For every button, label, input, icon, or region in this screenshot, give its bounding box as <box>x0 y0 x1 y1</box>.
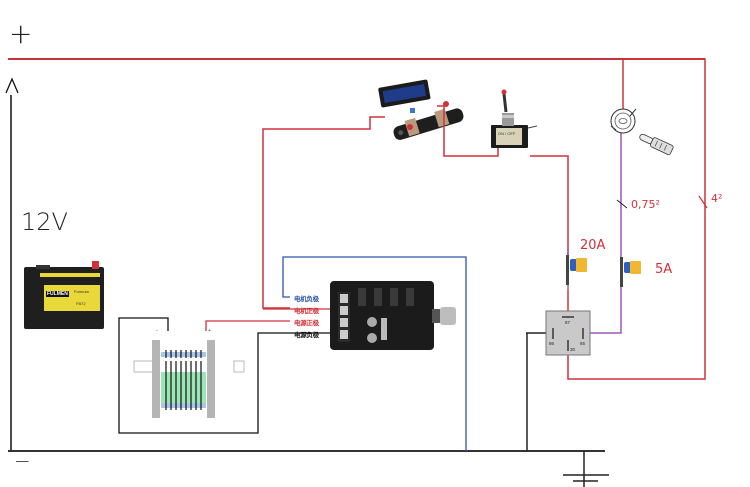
relay-pin-86: 86 <box>549 341 555 346</box>
shunt-terminal <box>407 124 413 130</box>
wire-section-0-75: 0,75² <box>631 198 660 211</box>
wire-power-negative <box>118 317 330 434</box>
ground-icon <box>563 451 609 487</box>
speed-potentiometer-knob[interactable] <box>432 307 456 325</box>
fuse-20a <box>566 248 587 290</box>
battery-brand: FULMEN <box>46 291 69 297</box>
wire-shunt-to-switch <box>437 105 499 157</box>
wire-4mm2 <box>567 58 706 380</box>
toggle-switch[interactable] <box>491 89 538 149</box>
terminal-label-motor-negative: 电机负极 <box>294 296 319 303</box>
svg-text:+: + <box>208 328 211 334</box>
current-shunt <box>393 108 464 140</box>
fuse-5a-label: 5A <box>655 262 673 277</box>
fuse-20a-label: 20A <box>580 238 606 253</box>
battery-voltage-label: 12V <box>21 208 68 236</box>
negative-symbol: − <box>14 449 31 473</box>
terminal-label-power-negative: 电源负极 <box>294 332 319 339</box>
terminal-label-motor-positive: 电机正极 <box>294 308 319 315</box>
terminal-label-power-positive: 电源正极 <box>294 320 319 327</box>
svg-text:-: - <box>156 328 158 334</box>
wire-motor-negative <box>282 256 467 451</box>
wire-mark-4mm2 <box>698 195 708 209</box>
battery: FULMEN Formula FB72 <box>24 261 104 329</box>
ignition-key-switch-icon[interactable] <box>610 108 674 156</box>
fuse-5a <box>620 257 641 287</box>
wire-meter-to-controller <box>262 116 385 309</box>
relay-pin-30: 30 <box>570 347 576 352</box>
relay-pin-87: 87 <box>565 320 571 325</box>
relay <box>526 310 591 451</box>
switch-face-text: ON / OFF <box>498 131 516 136</box>
shunt-terminal <box>443 101 449 107</box>
wire-power-positive <box>205 320 290 331</box>
voltmeter-ammeter-display <box>378 79 431 113</box>
wire-mark-0-75 <box>616 199 628 209</box>
wire-section-4: 4² <box>711 192 723 205</box>
positive-symbol: + <box>9 17 33 50</box>
wire-switch-to-fuse20 <box>530 155 569 265</box>
pwm-motor-controller <box>330 281 434 350</box>
battery-model: Formula <box>74 289 89 294</box>
arrow-up-icon <box>5 77 19 94</box>
battery-code: FB72 <box>76 301 86 306</box>
wire-0-75mm2 <box>590 133 622 334</box>
relay-pin-85: 85 <box>580 341 586 346</box>
electrolysis-cell: - + <box>133 328 245 418</box>
